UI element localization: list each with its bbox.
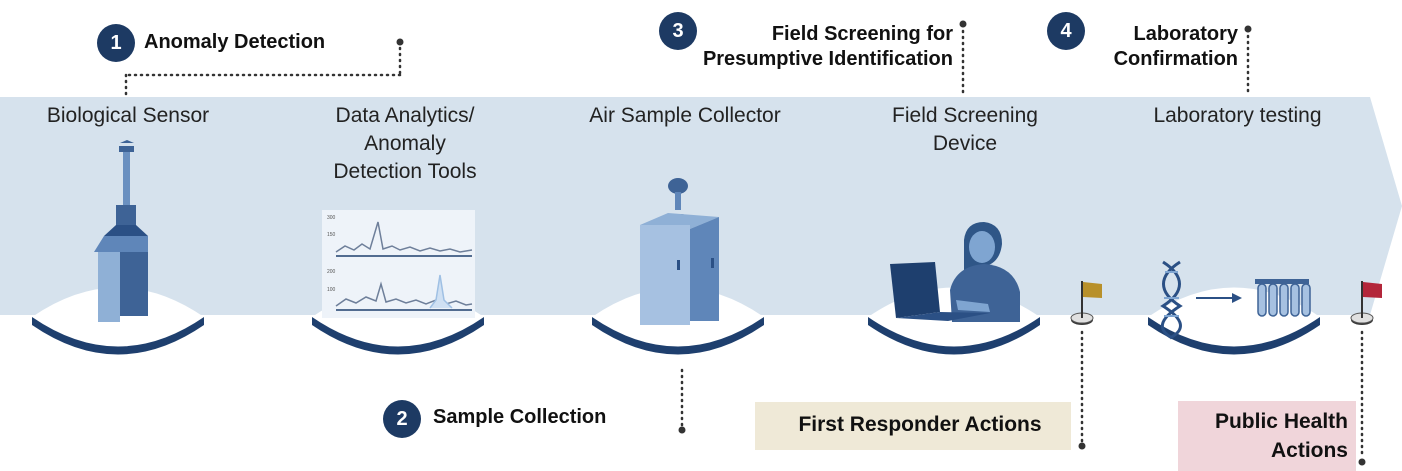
stage-label-data-analytics: Data Analytics/ Anomaly Detection Tools (333, 104, 477, 183)
connector-first-responder (1078, 330, 1086, 450)
chevron-1 (0, 97, 298, 315)
connector-step-1 (124, 38, 404, 99)
red-flag-icon (1350, 281, 1382, 325)
step-3-label: Field Screening for Presumptive Identifi… (702, 23, 953, 70)
sensor-icon (94, 140, 148, 322)
step-1-badge: 1 (97, 24, 135, 62)
step-1-label: Anomaly Detection (144, 31, 326, 53)
chevron-4 (807, 97, 1138, 315)
step-4-badge: 4 (1047, 12, 1085, 50)
connector-step-2 (678, 368, 686, 434)
first-responder-box (755, 402, 1071, 450)
svg-text:200: 200 (327, 269, 336, 275)
stage-label-field-screening-device: Field Screening Device (892, 104, 1038, 155)
svg-text:100: 100 (327, 287, 336, 293)
first-responder-actions-label: First Responder Actions (798, 413, 1042, 436)
connector-public-health (1358, 330, 1366, 466)
step-4-label: Laboratory Confirmation (1113, 23, 1238, 70)
step-2-badge: 2 (383, 400, 421, 438)
stage-label-laboratory-testing: Laboratory testing (1153, 104, 1322, 127)
connector-step-3 (959, 20, 967, 96)
chevron-3 (527, 97, 859, 315)
dna-test-tubes-icon (1160, 260, 1311, 340)
public-health-box (1178, 401, 1356, 471)
gold-flag-icon (1070, 281, 1102, 325)
stage-label-air-sample-collector: Air Sample Collector (589, 104, 781, 127)
svg-text:300: 300 (327, 215, 336, 221)
stage-label-biological-sensor: Biological Sensor (46, 104, 210, 127)
svg-text:150: 150 (327, 232, 336, 238)
public-health-actions-label: Public Health Actions (1214, 410, 1348, 462)
connector-step-4 (1244, 25, 1252, 96)
step-3-badge: 3 (659, 12, 697, 50)
air-collector-icon (640, 178, 719, 325)
person-laptop-icon (890, 222, 1020, 322)
step-2-label: Sample Collection (433, 406, 607, 428)
chevron-5 (1086, 97, 1402, 315)
analytics-chart-icon: 300 150 200 100 (322, 210, 475, 318)
